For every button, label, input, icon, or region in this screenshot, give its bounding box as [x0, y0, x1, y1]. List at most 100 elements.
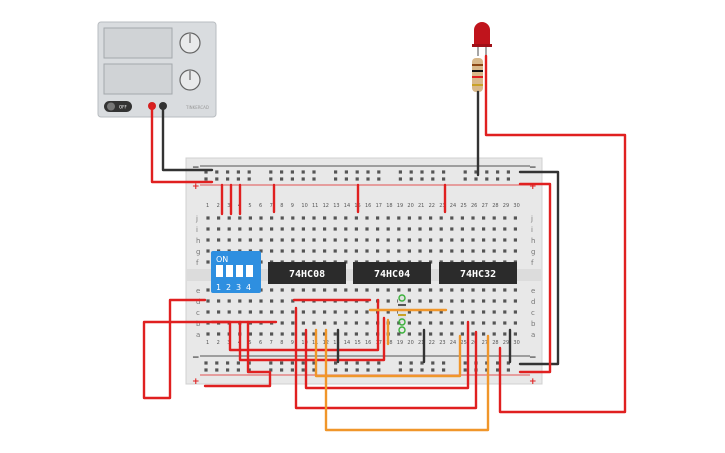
breadboard-hole[interactable] [460, 249, 464, 253]
breadboard-hole[interactable] [471, 288, 475, 292]
breadboard-hole[interactable] [204, 368, 208, 372]
breadboard-hole[interactable] [354, 321, 358, 325]
breadboard-hole[interactable] [217, 216, 221, 220]
breadboard-hole[interactable] [429, 288, 433, 292]
breadboard-hole[interactable] [312, 368, 316, 372]
breadboard-hole[interactable] [280, 368, 284, 372]
breadboard-hole[interactable] [485, 170, 489, 174]
breadboard-hole[interactable] [471, 310, 475, 314]
breadboard-hole[interactable] [291, 321, 295, 325]
breadboard-hole[interactable] [503, 321, 507, 325]
breadboard-hole[interactable] [429, 310, 433, 314]
breadboard-hole[interactable] [397, 238, 401, 242]
breadboard-hole[interactable] [291, 310, 295, 314]
breadboard-hole[interactable] [420, 368, 424, 372]
breadboard-hole[interactable] [248, 216, 252, 220]
breadboard-hole[interactable] [333, 310, 337, 314]
breadboard-hole[interactable] [407, 227, 411, 231]
breadboard-hole[interactable] [312, 227, 316, 231]
breadboard-hole[interactable] [460, 238, 464, 242]
breadboard-hole[interactable] [386, 216, 390, 220]
breadboard-hole[interactable] [323, 288, 327, 292]
wire-orange-3[interactable] [324, 328, 490, 432]
breadboard-hole[interactable] [301, 288, 305, 292]
breadboard-hole[interactable] [312, 249, 316, 253]
wire-gate-link-b[interactable] [294, 306, 478, 410]
breadboard-hole[interactable] [506, 170, 510, 174]
breadboard-hole[interactable] [398, 361, 402, 365]
breadboard-hole[interactable] [376, 288, 380, 292]
breadboard-hole[interactable] [474, 170, 478, 174]
wire-dip-out-1[interactable] [142, 298, 278, 400]
breadboard-hole[interactable] [323, 332, 327, 336]
breadboard-hole[interactable] [398, 177, 402, 181]
breadboard-hole[interactable] [482, 249, 486, 253]
chip-74hc04[interactable]: 74HC04 [353, 262, 431, 284]
breadboard-hole[interactable] [429, 299, 433, 303]
breadboard-hole[interactable] [398, 368, 402, 372]
breadboard-hole[interactable] [226, 361, 230, 365]
breadboard-hole[interactable] [496, 368, 500, 372]
breadboard-hole[interactable] [236, 361, 240, 365]
breadboard-hole[interactable] [206, 299, 210, 303]
breadboard-hole[interactable] [397, 249, 401, 253]
breadboard-hole[interactable] [301, 238, 305, 242]
breadboard-hole[interactable] [204, 170, 208, 174]
breadboard-hole[interactable] [354, 310, 358, 314]
breadboard-hole[interactable] [409, 177, 413, 181]
breadboard-hole[interactable] [291, 249, 295, 253]
breadboard-hole[interactable] [355, 368, 359, 372]
breadboard-hole[interactable] [354, 216, 358, 220]
breadboard-hole[interactable] [301, 368, 305, 372]
breadboard-hole[interactable] [376, 238, 380, 242]
breadboard-hole[interactable] [206, 310, 210, 314]
breadboard-hole[interactable] [226, 177, 230, 181]
breadboard-hole[interactable] [206, 216, 210, 220]
breadboard-hole[interactable] [301, 177, 305, 181]
breadboard-hole[interactable] [431, 368, 435, 372]
wire-gate-link-c[interactable] [304, 320, 470, 390]
breadboard-hole[interactable] [513, 238, 517, 242]
breadboard-hole[interactable] [323, 321, 327, 325]
breadboard-hole[interactable] [206, 288, 210, 292]
breadboard-hole[interactable] [418, 321, 422, 325]
breadboard-hole[interactable] [365, 332, 369, 336]
breadboard-hole[interactable] [418, 238, 422, 242]
breadboard-hole[interactable] [206, 260, 210, 264]
breadboard-hole[interactable] [259, 332, 263, 336]
wire-dip-out-4[interactable] [203, 320, 272, 388]
breadboard-hole[interactable] [376, 216, 380, 220]
breadboard-hole[interactable] [463, 361, 467, 365]
breadboard-hole[interactable] [429, 216, 433, 220]
breadboard-hole[interactable] [365, 249, 369, 253]
dip-toggle-3[interactable] [236, 265, 243, 277]
breadboard-hole[interactable] [442, 177, 446, 181]
breadboard-hole[interactable] [482, 238, 486, 242]
breadboard-hole[interactable] [227, 310, 231, 314]
breadboard-hole[interactable] [471, 238, 475, 242]
breadboard-hole[interactable] [376, 249, 380, 253]
breadboard-hole[interactable] [450, 216, 454, 220]
power-supply[interactable]: OFF TINKERCAD [97, 21, 217, 118]
breadboard-hole[interactable] [206, 227, 210, 231]
breadboard-hole[interactable] [323, 310, 327, 314]
breadboard-hole[interactable] [344, 288, 348, 292]
breadboard-hole[interactable] [482, 288, 486, 292]
breadboard-hole[interactable] [365, 238, 369, 242]
breadboard-hole[interactable] [407, 299, 411, 303]
breadboard-hole[interactable] [397, 288, 401, 292]
breadboard-hole[interactable] [355, 177, 359, 181]
breadboard-hole[interactable] [474, 177, 478, 181]
breadboard-hole[interactable] [236, 177, 240, 181]
breadboard-hole[interactable] [460, 288, 464, 292]
breadboard-hole[interactable] [280, 216, 284, 220]
breadboard-hole[interactable] [280, 332, 284, 336]
breadboard-hole[interactable] [344, 170, 348, 174]
breadboard-hole[interactable] [226, 170, 230, 174]
breadboard-hole[interactable] [450, 321, 454, 325]
breadboard-hole[interactable] [323, 238, 327, 242]
breadboard-hole[interactable] [355, 361, 359, 365]
breadboard-hole[interactable] [206, 332, 210, 336]
breadboard-hole[interactable] [450, 299, 454, 303]
breadboard-hole[interactable] [492, 288, 496, 292]
